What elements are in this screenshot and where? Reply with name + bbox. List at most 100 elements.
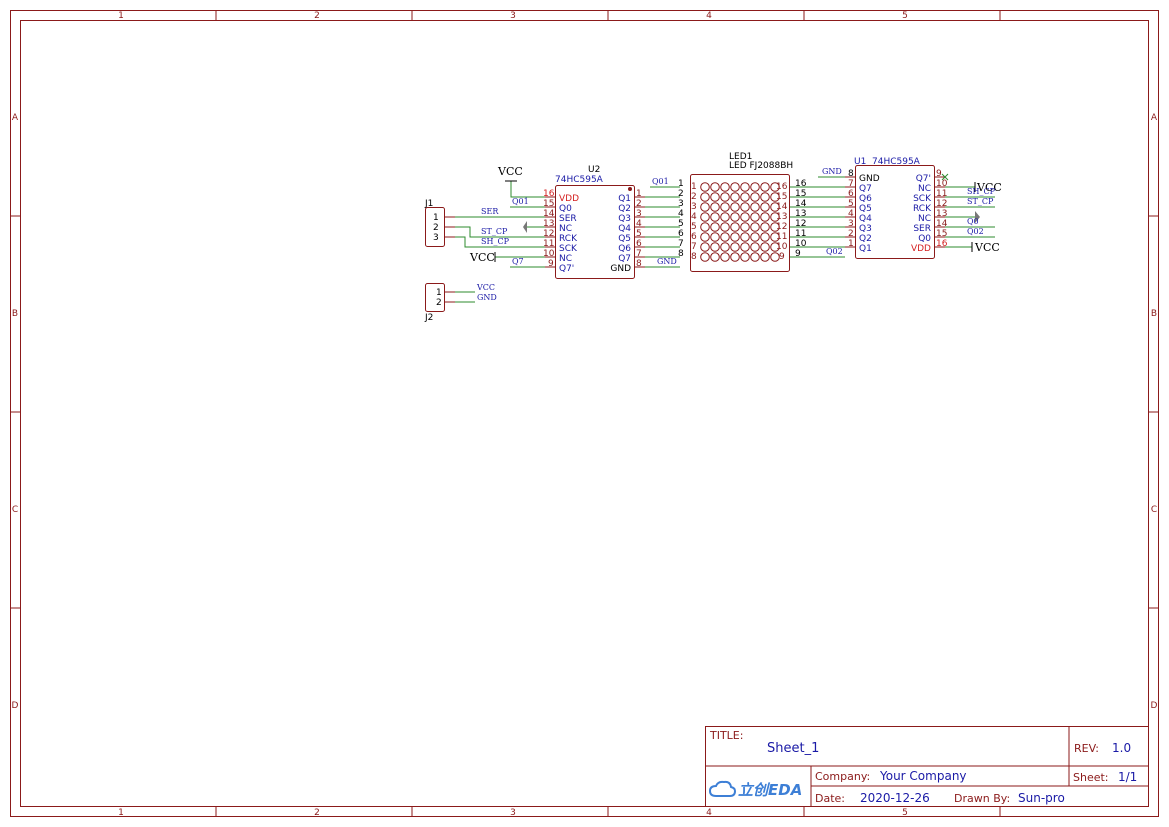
frame-col-label-1: 1 (118, 11, 124, 21)
date-label: Date: (815, 792, 845, 805)
sheet-label: Sheet: (1073, 771, 1109, 784)
led1-part: LED FJ2088BH (729, 161, 793, 171)
net-label-q01-u2: Q01 (512, 197, 529, 206)
led1-left-inner-3: 3 (691, 202, 697, 212)
frame-row-label-c-right: C (1151, 505, 1157, 515)
led-dot (710, 232, 720, 242)
led-dot (740, 232, 750, 242)
net-label-q02-u1: Q02 (967, 227, 984, 236)
led-dot (760, 212, 770, 222)
led-dot (700, 202, 710, 212)
u1-pin-name-vdd: VDD (911, 244, 931, 254)
u2-pin-num-9: 9 (548, 259, 554, 269)
net-label-q7: Q7 (512, 257, 524, 266)
led1-left-inner-7: 7 (691, 242, 697, 252)
net-label-sh-cp-u1: SH_CP (967, 187, 996, 196)
u1-pin-num-12: 12 (936, 199, 947, 209)
led-dot (710, 242, 720, 252)
chip-u2: U2 74HC595A 16 15 14 13 12 11 10 9 VDD Q… (543, 165, 645, 279)
frame-row-label-b: B (12, 309, 18, 319)
led-dot (750, 242, 760, 252)
net-label-q01-led: Q01 (652, 177, 669, 186)
logo-text: 立创EDA (738, 781, 802, 799)
led-dot (740, 252, 750, 262)
led-dot (760, 222, 770, 232)
net-label-sh-cp: SH_CP (481, 237, 510, 246)
u2-pin-num-1: 1 (636, 189, 642, 199)
net-label-q02-led: Q02 (826, 247, 843, 256)
u2-pin-name-q7p: Q7' (559, 264, 574, 274)
u2-pin-name-q7: Q7 (618, 254, 631, 264)
power-vcc-u2-nc: VCC (469, 251, 495, 264)
u2-right-pins: 1 2 3 4 5 6 7 8 Q1 Q2 Q3 Q4 Q5 Q6 Q7 GND (610, 189, 645, 274)
u2-pin-num-5: 5 (636, 229, 642, 239)
led-dot (730, 222, 740, 232)
led-dot (700, 242, 710, 252)
led-dot (730, 192, 740, 202)
net-label-gnd-j2: GND (477, 293, 497, 302)
frame-row-label-d-right: D (1151, 701, 1158, 711)
led-dot (760, 182, 770, 192)
u1-pin-num-4: 4 (848, 209, 854, 219)
led-matrix-led1: LED1 LED FJ2088BH 1 2 3 4 5 6 7 8 16 15 … (690, 152, 793, 272)
connector-j2: J2 1 2 VCC GND (424, 283, 497, 323)
led-dot (700, 222, 710, 232)
u1-pin-num-1: 1 (848, 239, 854, 249)
led-dot (710, 252, 720, 262)
u2-pin-name-q2: Q2 (618, 204, 631, 214)
power-vcc-u1-vdd: VCC (974, 241, 1000, 254)
led-dot (740, 202, 750, 212)
led-grid (700, 182, 780, 262)
led1-left-outer-3: 3 (678, 199, 684, 209)
u2-pin-num-14: 14 (543, 209, 555, 219)
chip-u1: U1 74HC595A 8 7 6 5 4 3 2 1 GND Q7 Q6 Q5… (845, 157, 948, 259)
u1-pin-name-nc: NC (918, 184, 931, 194)
led1-right-outer-10: 10 (795, 239, 807, 249)
u2-pin-name-q6: Q6 (618, 244, 631, 254)
frame-col-label-2-bottom: 2 (314, 808, 320, 818)
u2-pin-name-q1: Q1 (618, 194, 631, 204)
led1-right-inner-14: 14 (776, 202, 788, 212)
led-dot (760, 192, 770, 202)
u1-pin-num-14: 14 (936, 219, 948, 229)
frame-col-label-4: 4 (706, 11, 712, 21)
led1-right-outer-pin-nums: 16 15 14 13 12 11 10 9 (795, 179, 807, 259)
led-dot (740, 222, 750, 232)
u1-pin-num-16: 16 (936, 239, 948, 249)
frame-row-label-a: A (12, 113, 19, 123)
led-dot (720, 222, 730, 232)
led-dot (730, 182, 740, 192)
led1-right-inner-15: 15 (776, 192, 787, 202)
u1-pin-num-9: 9 (936, 169, 942, 179)
wires-u1-right: VCC SH_CP ST_CP Q0 Q02 VCC (941, 173, 1002, 254)
u2-pin-name-ser: SER (559, 214, 577, 224)
led-dot (770, 242, 780, 252)
u2-pin-num-13: 13 (543, 219, 554, 229)
u2-pin-name-q4: Q4 (618, 224, 631, 234)
u1-pin-name-sck: SCK (913, 194, 932, 204)
led-dot (750, 232, 760, 242)
u2-pin-name-q3: Q3 (618, 214, 631, 224)
u2-pin-num-7: 7 (636, 249, 642, 259)
led1-left-inner-5: 5 (691, 222, 697, 232)
led1-left-inner-1: 1 (691, 182, 697, 192)
j2-designator: J2 (424, 313, 433, 323)
title-block: TITLE: Sheet_1 REV: 1.0 Company: Your Co… (705, 726, 1149, 807)
led-dot (720, 242, 730, 252)
u2-pin-name-q0: Q0 (559, 204, 572, 214)
j1-pin-1: 1 (433, 213, 439, 223)
net-label-st-cp-u1: ST_CP (967, 197, 994, 206)
frame-col-label-1-bottom: 1 (118, 808, 124, 818)
led-dot (760, 242, 770, 252)
frame-row-label-c: C (12, 505, 18, 515)
lceda-logo: 立创EDA (708, 780, 802, 799)
u1-pin-num-15: 15 (936, 229, 947, 239)
net-label-gnd-u1: GND (822, 167, 842, 176)
led-dot (770, 192, 780, 202)
net-label-vcc-j2: VCC (476, 283, 495, 292)
u2-pin-num-10: 10 (543, 249, 555, 259)
led1-right-outer-11: 11 (795, 229, 806, 239)
led-dot (750, 182, 760, 192)
led-dot (710, 202, 720, 212)
u1-pin-num-10: 10 (936, 179, 948, 189)
